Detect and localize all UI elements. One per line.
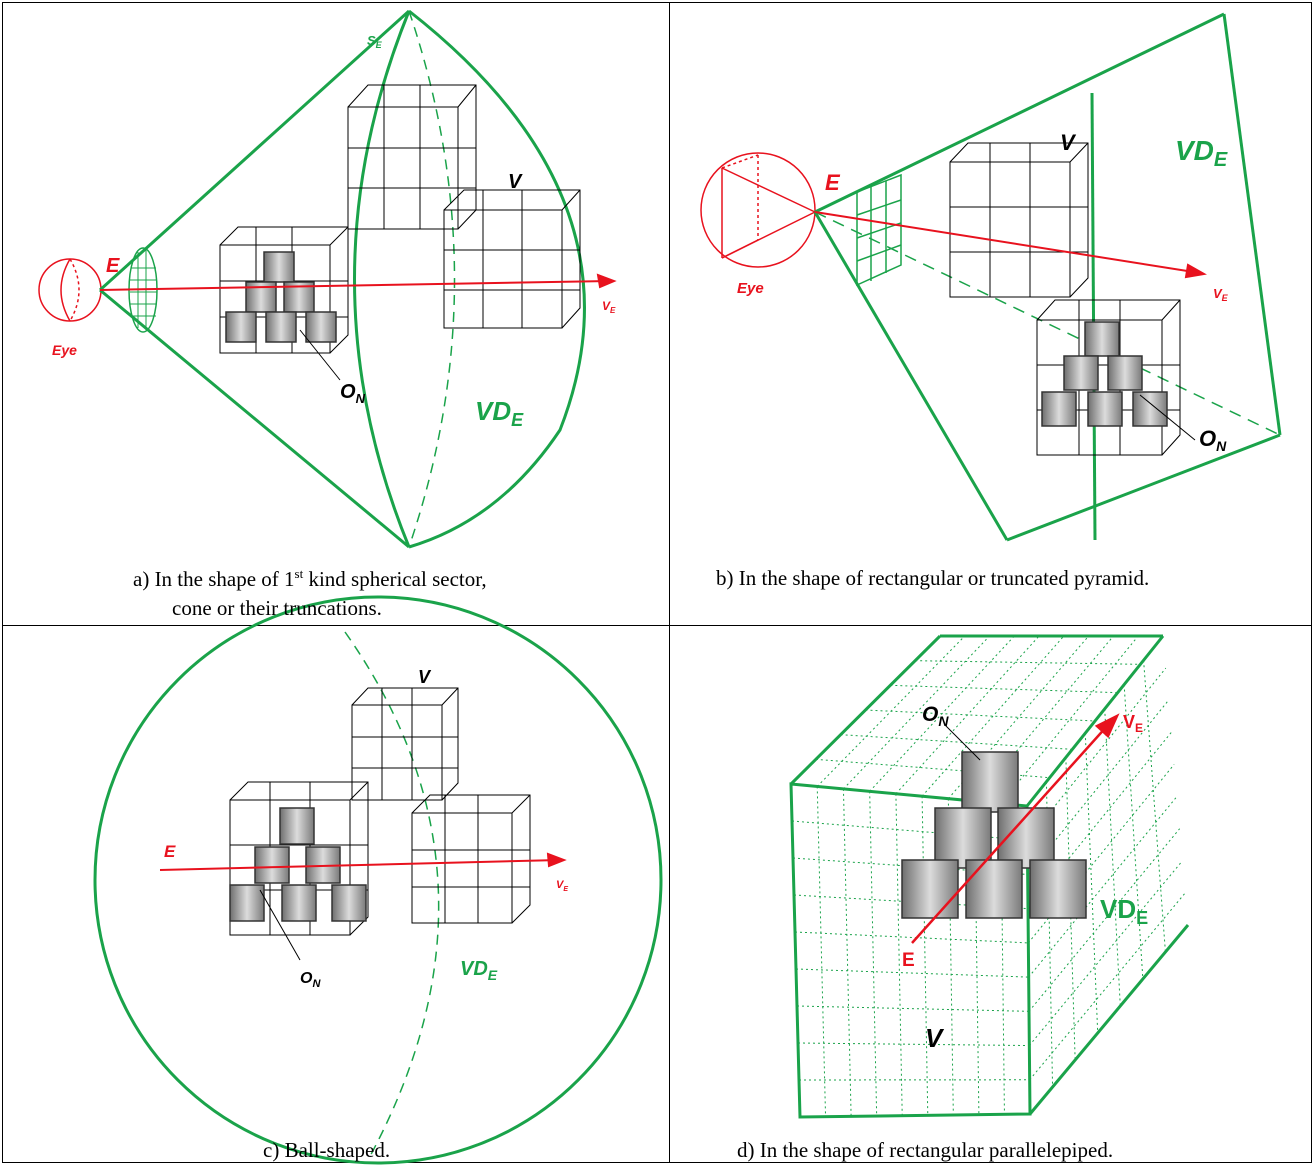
v-label: V (418, 667, 432, 687)
panel-a (2, 2, 670, 626)
on-label: ON (1199, 426, 1227, 454)
ve-label: VE (1213, 286, 1229, 303)
panel-c (2, 625, 670, 1163)
grid-line (840, 734, 1073, 750)
grid-line (1028, 796, 1178, 978)
voxel-grid-right (443, 189, 581, 329)
grid-line (1029, 892, 1186, 1081)
caption-a-superscript: st (294, 566, 304, 581)
grid-line (890, 684, 1118, 694)
e-label: E (825, 170, 841, 195)
on-label: ON (922, 703, 949, 729)
caption-a-line1: a) In the shape of 1 (133, 567, 295, 591)
grid-line (1104, 708, 1121, 1007)
grid-line (842, 788, 852, 1117)
grid-line (791, 820, 1028, 841)
e-label: E (106, 255, 120, 277)
v-label: V (508, 171, 523, 193)
grid-line (816, 786, 827, 1117)
grid-line (869, 791, 878, 1117)
on-leader-line (259, 889, 301, 961)
grid-line (974, 801, 980, 1115)
view-vector-arrow (159, 852, 567, 871)
eye-icon (38, 258, 102, 322)
grid-line (895, 635, 1040, 795)
voxel-grid-upper (351, 687, 459, 801)
e-label: E (164, 842, 176, 861)
view-domain-pyramid (813, 12, 1282, 542)
grid-line (1084, 733, 1099, 1034)
grid-line (796, 1005, 1030, 1012)
grid-line (794, 931, 1029, 944)
caption-d: d) In the shape of rectangular parallele… (737, 1138, 1114, 1162)
grid-line (795, 968, 1029, 978)
voxel-grid-upper (949, 142, 1089, 298)
grid-line (921, 796, 929, 1116)
grid-line (1123, 684, 1144, 980)
vde-label: VDE (475, 396, 524, 430)
on-label: ON (300, 970, 321, 990)
grid-line (895, 793, 903, 1116)
ve-label: VE (556, 879, 568, 893)
on-leader-line (944, 724, 981, 761)
panel-d-drawing: ON VE E VDE V (789, 634, 1190, 1119)
near-plane-grid (856, 173, 902, 287)
v-label: V (1060, 130, 1077, 155)
ve-label: VE (602, 299, 616, 315)
eye-label: Eye (737, 280, 764, 297)
vde-label: VDE (1100, 894, 1148, 928)
v-label: V (925, 1023, 945, 1053)
view-vector-arrow (814, 211, 1207, 279)
caption-b: b) In the shape of rectangular or trunca… (716, 566, 1150, 590)
view-domain-sector (98, 9, 586, 549)
on-leader-line (299, 329, 341, 381)
voxel-grid-upper (347, 84, 477, 230)
eye-icon (700, 152, 816, 268)
object-cubes (225, 251, 337, 343)
e-label: E (902, 950, 915, 971)
panel-a-drawing: Eye E SE V VE ON VDE (38, 9, 617, 549)
grid-line (865, 709, 1096, 722)
panel-b (669, 2, 1312, 626)
se-label: SE (367, 33, 383, 50)
panel-c-drawing: E V VE ON VDE (93, 595, 663, 1165)
caption-a-line2: cone or their truncations. (172, 596, 382, 620)
eye-label: Eye (52, 342, 77, 358)
grid-line (797, 1042, 1030, 1047)
view-vector-arrow (911, 713, 1120, 944)
on-leader-line (1139, 394, 1196, 441)
panel-b-drawing: Eye E V VE ON VDE (700, 12, 1282, 542)
caption-c: c) Ball-shaped. (263, 1138, 391, 1162)
ve-label: VE (1123, 712, 1143, 735)
view-domain-ball (93, 595, 663, 1165)
vde-label: VDE (1175, 135, 1228, 171)
grid-line (915, 660, 1141, 665)
voxel-grid-right (411, 794, 531, 924)
vde-label: VDE (460, 958, 498, 983)
caption-a-line1-rest: kind spherical sector, (303, 567, 487, 591)
view-vector-arrow (99, 273, 617, 291)
grid-line (1027, 764, 1175, 944)
caption-a: a) In the shape of 1st kind spherical se… (133, 566, 487, 592)
grid-line (1000, 635, 1139, 804)
grid-line (1027, 699, 1169, 875)
on-label: ON (340, 381, 366, 406)
object-cubes (1041, 321, 1168, 427)
panel-d (669, 625, 1312, 1163)
object-cubes (901, 751, 1087, 919)
object-cubes (229, 807, 367, 922)
grid-line (1143, 660, 1166, 953)
